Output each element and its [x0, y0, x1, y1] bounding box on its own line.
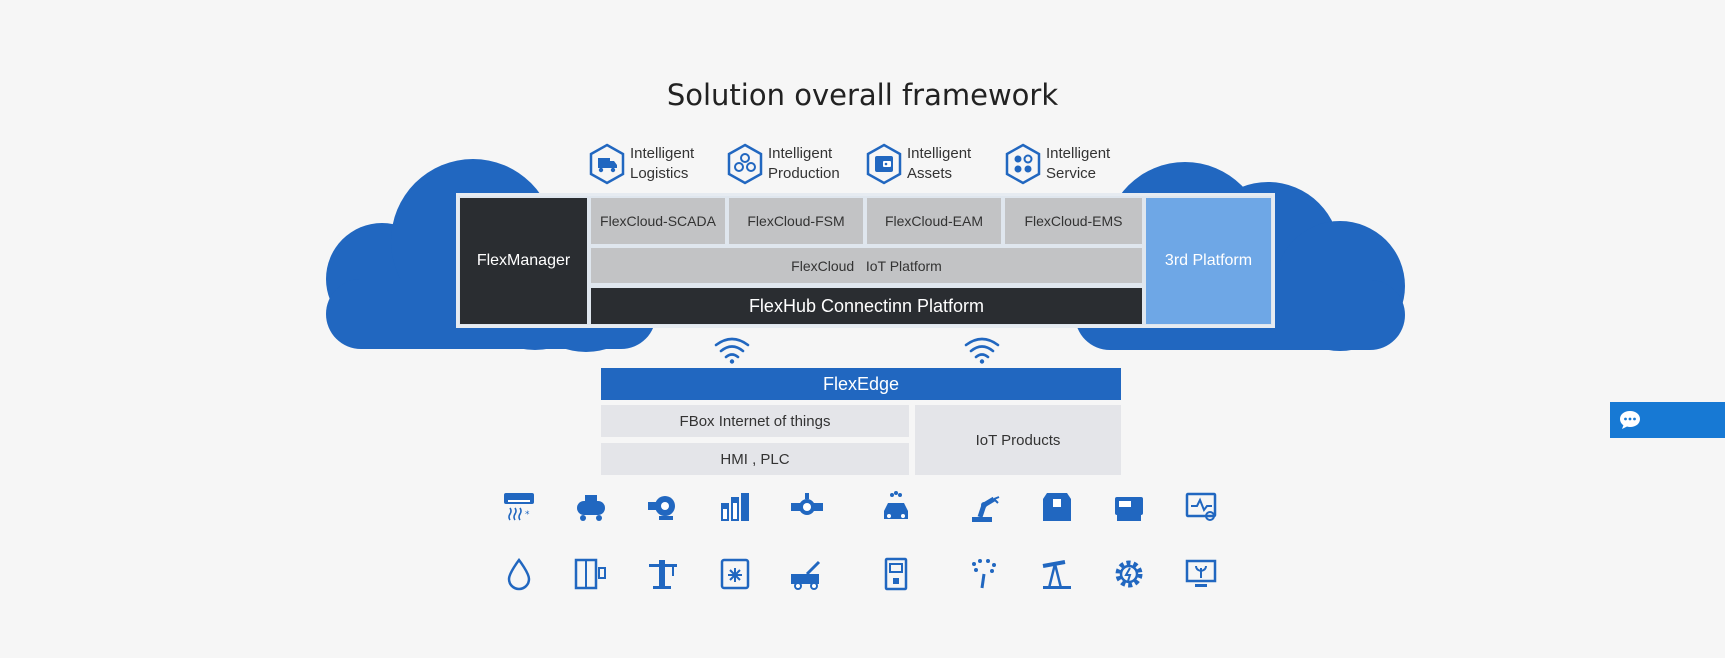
water-drop-icon: [507, 557, 531, 591]
capability-line2: Service: [1046, 165, 1097, 182]
hmi-plc-block: HMI , PLC: [601, 443, 909, 475]
capability-line1: Intelligent: [768, 145, 833, 162]
elevator-icon: [574, 558, 606, 590]
tow-truck-icon: [791, 560, 821, 590]
car-wash-icon: [884, 491, 908, 519]
printer-icon: [1115, 497, 1143, 521]
capability-line1: Intelligent: [907, 145, 972, 162]
flexmanager-block: FlexManager: [460, 198, 587, 324]
service-icon: [1005, 143, 1041, 185]
third-platform-block: 3rd Platform: [1146, 198, 1271, 324]
freezer-icon: [720, 558, 750, 590]
fbox-block: FBox Internet of things: [601, 405, 909, 437]
chat-bubble-icon: [1620, 411, 1640, 429]
pump-icon: [648, 496, 675, 520]
wifi-icon: [964, 337, 1000, 364]
monitor-icon: [1185, 492, 1217, 521]
oil-pump-icon: [1042, 560, 1071, 589]
capability-line2: Logistics: [630, 165, 689, 182]
svg-text:*: *: [525, 510, 530, 520]
air-conditioner-icon: *: [504, 493, 534, 521]
capability-line2: Assets: [907, 165, 953, 182]
robot-arm-icon: [972, 496, 1000, 522]
tower-crane-icon: [649, 560, 677, 589]
page-title: Solution overall framework: [666, 78, 1059, 112]
truck-icon: [589, 143, 625, 185]
gear-icon: [1115, 560, 1143, 588]
flexhub-block: FlexHub Connectinn Platform: [591, 288, 1142, 324]
capability-line2: Production: [768, 165, 840, 182]
capability-line1: Intelligent: [1046, 145, 1111, 162]
wifi-icon: [714, 337, 750, 364]
iot-platform-block: FlexCloud IoT Platform: [591, 248, 1142, 283]
flexedge-block: FlexEdge: [601, 368, 1121, 400]
module-eam: FlexCloud-EAM: [867, 198, 1001, 244]
production-icon: [727, 143, 763, 185]
valve-icon: [791, 493, 823, 515]
module-ems: FlexCloud-EMS: [1005, 198, 1142, 244]
chat-button[interactable]: [1610, 402, 1725, 438]
factory-icon: [721, 493, 749, 521]
plant-monitor-icon: [1185, 559, 1217, 587]
wallet-icon: [866, 143, 902, 185]
capability-line1: Intelligent: [630, 145, 695, 162]
module-scada: FlexCloud-SCADA: [591, 198, 725, 244]
charging-pile-icon: [884, 557, 908, 591]
iot-products-block: IoT Products: [915, 405, 1121, 475]
air-compressor-icon: [577, 495, 605, 521]
package-icon: [1043, 493, 1071, 521]
sprinkler-icon: [972, 559, 996, 589]
module-fsm: FlexCloud-FSM: [729, 198, 863, 244]
